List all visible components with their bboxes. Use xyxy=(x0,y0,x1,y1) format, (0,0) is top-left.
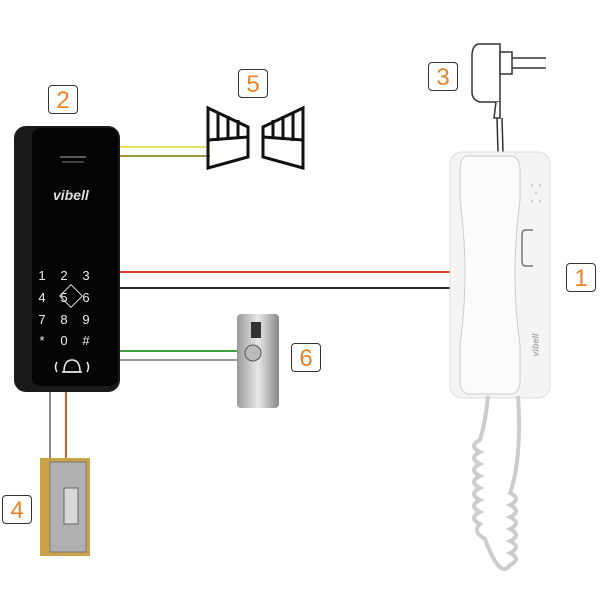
power-adapter-device xyxy=(471,43,546,153)
keypad-key: 7 xyxy=(38,312,46,327)
label-electric-lock: 4 xyxy=(2,495,32,524)
keypad-key: 9 xyxy=(82,312,90,327)
keypad-key: * xyxy=(39,333,45,348)
keypad-key: 5 xyxy=(60,290,68,305)
electric-lock-device xyxy=(40,458,90,556)
keypad-key: 1 xyxy=(38,268,46,283)
keypad-key: 4 xyxy=(38,290,46,305)
keypad-brand-logo: vibell xyxy=(53,187,89,203)
keypad-key: 6 xyxy=(82,290,90,305)
keypad-key: 8 xyxy=(60,312,68,327)
label-gate: 5 xyxy=(238,69,268,98)
intercom-device xyxy=(449,151,551,571)
keypad-key: 2 xyxy=(60,268,68,283)
label-power-adapter: 3 xyxy=(428,62,458,91)
coiled-cord xyxy=(472,395,521,571)
intercom-wires xyxy=(118,271,455,289)
keypad-key: 3 xyxy=(82,268,90,283)
keypad-panel-device xyxy=(14,126,120,392)
gate-icon xyxy=(206,105,305,170)
speaker-grille xyxy=(530,183,542,203)
bell-icon xyxy=(54,359,90,373)
label-intercom: 1 xyxy=(566,263,596,292)
keypad-key: # xyxy=(82,333,90,348)
lock-wires xyxy=(49,390,67,462)
exit-button-device xyxy=(237,314,279,408)
intercom-brand-logo: vibell xyxy=(530,333,541,357)
exit-button-wires xyxy=(118,350,240,361)
label-keypad-panel: 2 xyxy=(48,85,78,114)
label-exit-button: 6 xyxy=(291,343,321,372)
gate-wires xyxy=(118,146,210,157)
keypad-key: 0 xyxy=(60,333,68,348)
rfid-icon xyxy=(58,283,84,309)
